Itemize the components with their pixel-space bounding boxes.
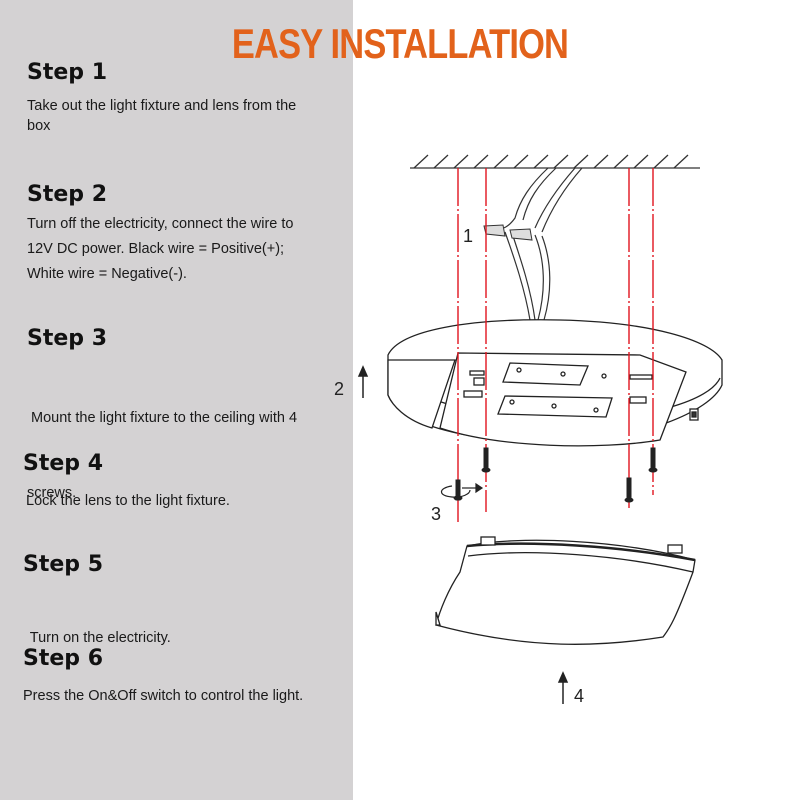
step-4: Step 4 Lock the lens to the light fixtur… (23, 451, 343, 511)
step-text: Mount the light fixture to the ceiling w… (27, 356, 347, 556)
ceiling-hatch-icon (410, 154, 700, 169)
step-heading: Step 1 (27, 60, 107, 85)
step-line: Turn off the electricity, connect the wi… (27, 216, 294, 232)
step-heading: Step 5 (23, 552, 103, 577)
guide-lines (457, 168, 654, 522)
step-line: Press the On&Off switch to control the l… (23, 688, 304, 704)
wire-connector-icon (483, 224, 533, 241)
step-6: Step 6 Press the On&Off switch to contro… (23, 646, 353, 706)
step-3: Step 3 Mount the light fixture to the ce… (27, 326, 347, 556)
steps-panel (0, 0, 353, 800)
step-line: box (27, 118, 51, 134)
step-heading: Step 4 (23, 451, 103, 476)
wire-icon (489, 167, 583, 321)
screw-icon (453, 447, 658, 503)
step-line: White wire = Negative(-). (27, 266, 187, 282)
on-off-switch-icon (689, 408, 699, 421)
step-text: Lock the lens to the light fixture. (26, 491, 343, 511)
step-5: Step 5 Turn on the electricity. (23, 552, 343, 688)
step-line: screws. (27, 485, 77, 501)
step-1: Step 1 Take out the light fixture and le… (27, 60, 347, 136)
step-line: Mount the light fixture to the ceiling w… (27, 410, 298, 426)
installation-diagram: 1 2 3 4 (330, 140, 800, 720)
step-heading: Step 2 (27, 182, 107, 207)
step-text: Turn off the electricity, connect the wi… (27, 212, 347, 287)
callout-4: 4 (574, 686, 584, 706)
callout-1: 1 (463, 226, 473, 246)
page-title: EASY INSTALLATION (231, 20, 569, 67)
rotate-arrow-icon (440, 482, 484, 498)
up-arrow-icon (357, 365, 569, 704)
lens-cover-icon (435, 536, 696, 645)
step-line: Turn on the electricity. (26, 630, 171, 646)
step-text: Take out the light fixture and lens from… (27, 96, 347, 136)
callout-3: 3 (431, 504, 441, 524)
step-line: 12V DC power. Black wire = Positive(+); (27, 241, 285, 257)
light-fixture-base-icon (387, 319, 723, 447)
step-line: Lock the lens to the light fixture. (26, 493, 230, 509)
step-2: Step 2 Turn off the electricity, connect… (27, 182, 347, 287)
callout-2: 2 (334, 379, 344, 399)
step-heading: Step 3 (27, 326, 107, 351)
step-line: Take out the light fixture and lens from… (27, 98, 297, 114)
step-text: Press the On&Off switch to control the l… (23, 686, 353, 706)
step-heading: Step 6 (23, 646, 103, 671)
step-text: Turn on the electricity. (26, 588, 343, 688)
